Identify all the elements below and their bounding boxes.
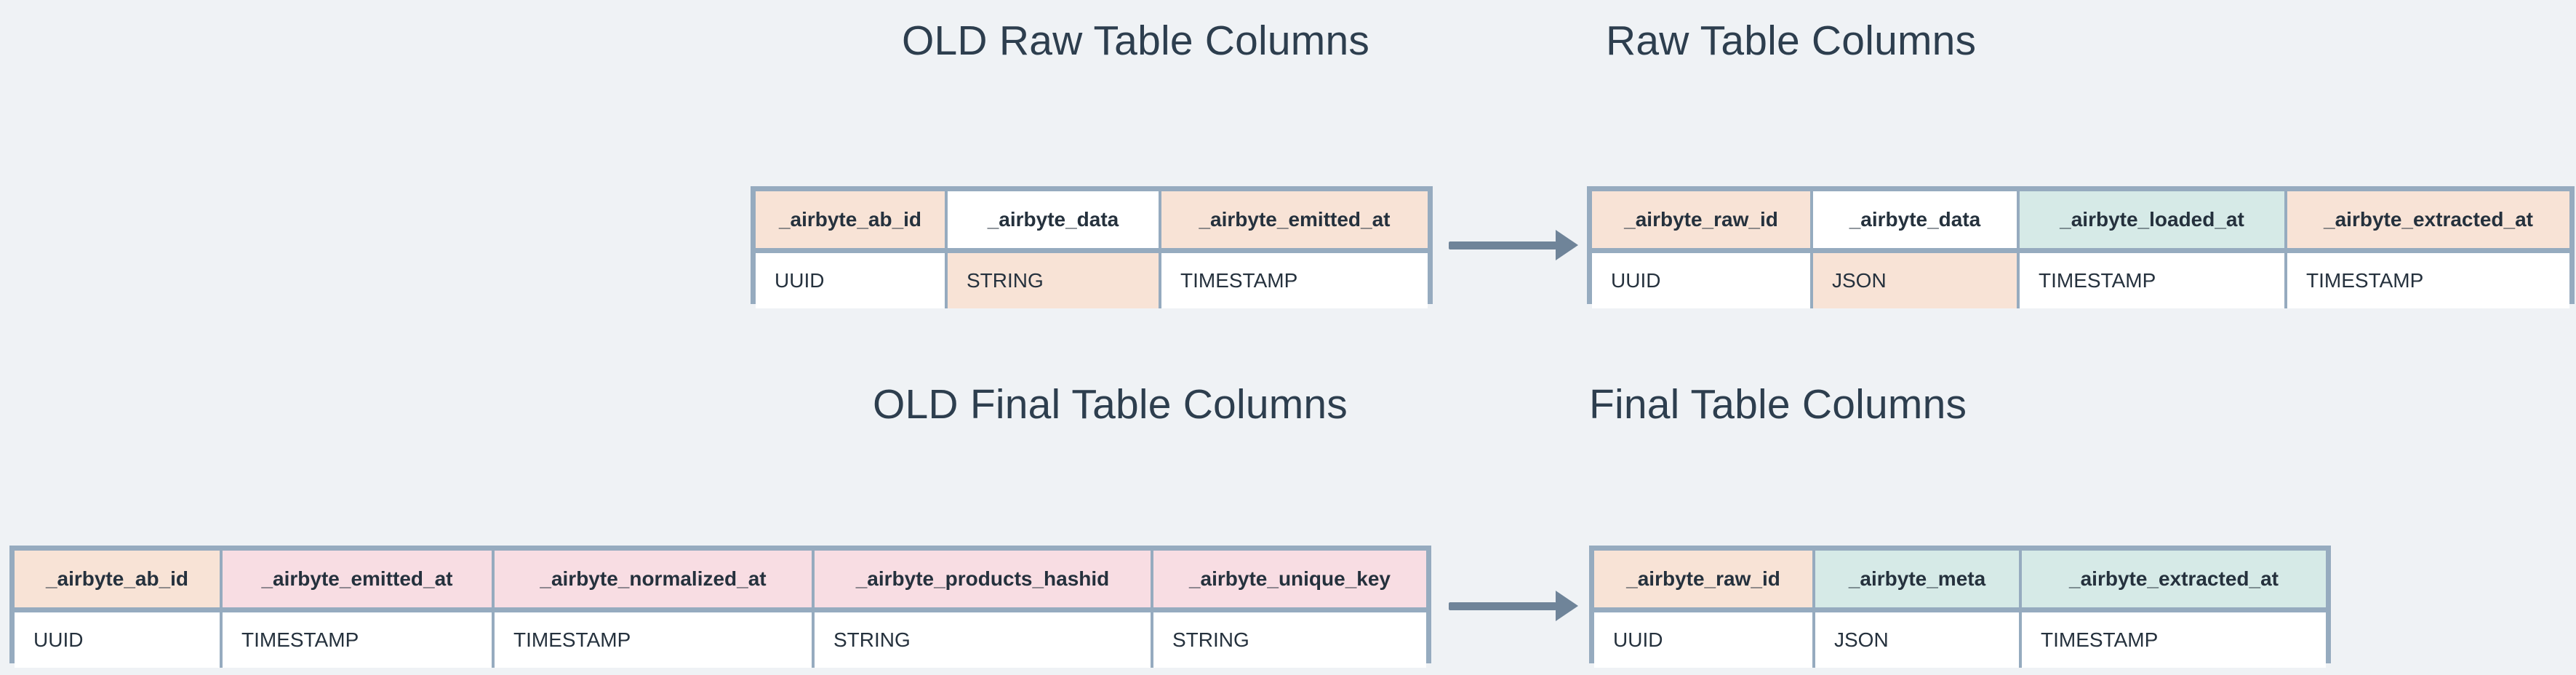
column-header-_airbyte_normalized_at: _airbyte_normalized_at: [492, 551, 812, 607]
column-type-_airbyte_ab_id: UUID: [15, 612, 220, 668]
column-header-_airbyte_extracted_at: _airbyte_extracted_at: [2284, 191, 2569, 248]
page-title-old-final: OLD Final Table Columns: [873, 381, 1348, 428]
page-title-new-final: Final Table Columns: [1589, 381, 1967, 428]
arrow-right-icon-raw: [1449, 230, 1578, 260]
column-type-_airbyte_ab_id: UUID: [756, 253, 945, 308]
column-type-_airbyte_raw_id: UUID: [1592, 253, 1810, 308]
table-new-final: _airbyte_raw_id_airbyte_meta_airbyte_ext…: [1589, 546, 2331, 668]
arrow-shaft: [1449, 241, 1556, 249]
column-header-_airbyte_meta: _airbyte_meta: [1812, 551, 2019, 607]
column-header-_airbyte_data: _airbyte_data: [945, 191, 1159, 248]
column-type-_airbyte_emitted_at: TIMESTAMP: [1159, 253, 1428, 308]
column-header-_airbyte_ab_id: _airbyte_ab_id: [756, 191, 945, 248]
column-type-_airbyte_data: STRING: [945, 253, 1159, 308]
column-type-_airbyte_loaded_at: TIMESTAMP: [2017, 253, 2284, 308]
table-header-row: _airbyte_raw_id_airbyte_meta_airbyte_ext…: [1594, 551, 2326, 612]
column-type-_airbyte_raw_id: UUID: [1594, 612, 1812, 668]
column-header-_airbyte_emitted_at: _airbyte_emitted_at: [220, 551, 492, 607]
column-header-_airbyte_raw_id: _airbyte_raw_id: [1594, 551, 1812, 607]
column-type-_airbyte_extracted_at: TIMESTAMP: [2019, 612, 2326, 668]
column-type-_airbyte_extracted_at: TIMESTAMP: [2284, 253, 2569, 308]
column-header-_airbyte_emitted_at: _airbyte_emitted_at: [1159, 191, 1428, 248]
column-header-_airbyte_loaded_at: _airbyte_loaded_at: [2017, 191, 2284, 248]
column-type-_airbyte_meta: JSON: [1812, 612, 2019, 668]
table-old-final: _airbyte_ab_id_airbyte_emitted_at_airbyt…: [9, 546, 1431, 668]
column-type-_airbyte_products_hashid: STRING: [812, 612, 1151, 668]
column-header-_airbyte_unique_key: _airbyte_unique_key: [1151, 551, 1426, 607]
table-header-row: _airbyte_ab_id_airbyte_emitted_at_airbyt…: [15, 551, 1426, 612]
column-header-_airbyte_raw_id: _airbyte_raw_id: [1592, 191, 1810, 248]
column-type-_airbyte_emitted_at: TIMESTAMP: [220, 612, 492, 668]
column-type-_airbyte_unique_key: STRING: [1151, 612, 1426, 668]
column-header-_airbyte_products_hashid: _airbyte_products_hashid: [812, 551, 1151, 607]
table-old-raw: _airbyte_ab_id_airbyte_data_airbyte_emit…: [751, 186, 1433, 308]
column-header-_airbyte_ab_id: _airbyte_ab_id: [15, 551, 220, 607]
arrow-right-icon-final: [1449, 591, 1578, 621]
column-type-_airbyte_normalized_at: TIMESTAMP: [492, 612, 812, 668]
table-new-raw: _airbyte_raw_id_airbyte_data_airbyte_loa…: [1587, 186, 2575, 308]
table-header-row: _airbyte_ab_id_airbyte_data_airbyte_emit…: [756, 191, 1428, 253]
column-type-_airbyte_data: JSON: [1810, 253, 2017, 308]
arrow-head: [1556, 591, 1578, 621]
table-header-row: _airbyte_raw_id_airbyte_data_airbyte_loa…: [1592, 191, 2569, 253]
arrow-head: [1556, 230, 1578, 260]
arrow-shaft: [1449, 602, 1556, 610]
column-header-_airbyte_extracted_at: _airbyte_extracted_at: [2019, 551, 2326, 607]
column-header-_airbyte_data: _airbyte_data: [1810, 191, 2017, 248]
page-title-old-raw: OLD Raw Table Columns: [902, 17, 1370, 64]
page-title-new-raw: Raw Table Columns: [1606, 17, 1977, 64]
